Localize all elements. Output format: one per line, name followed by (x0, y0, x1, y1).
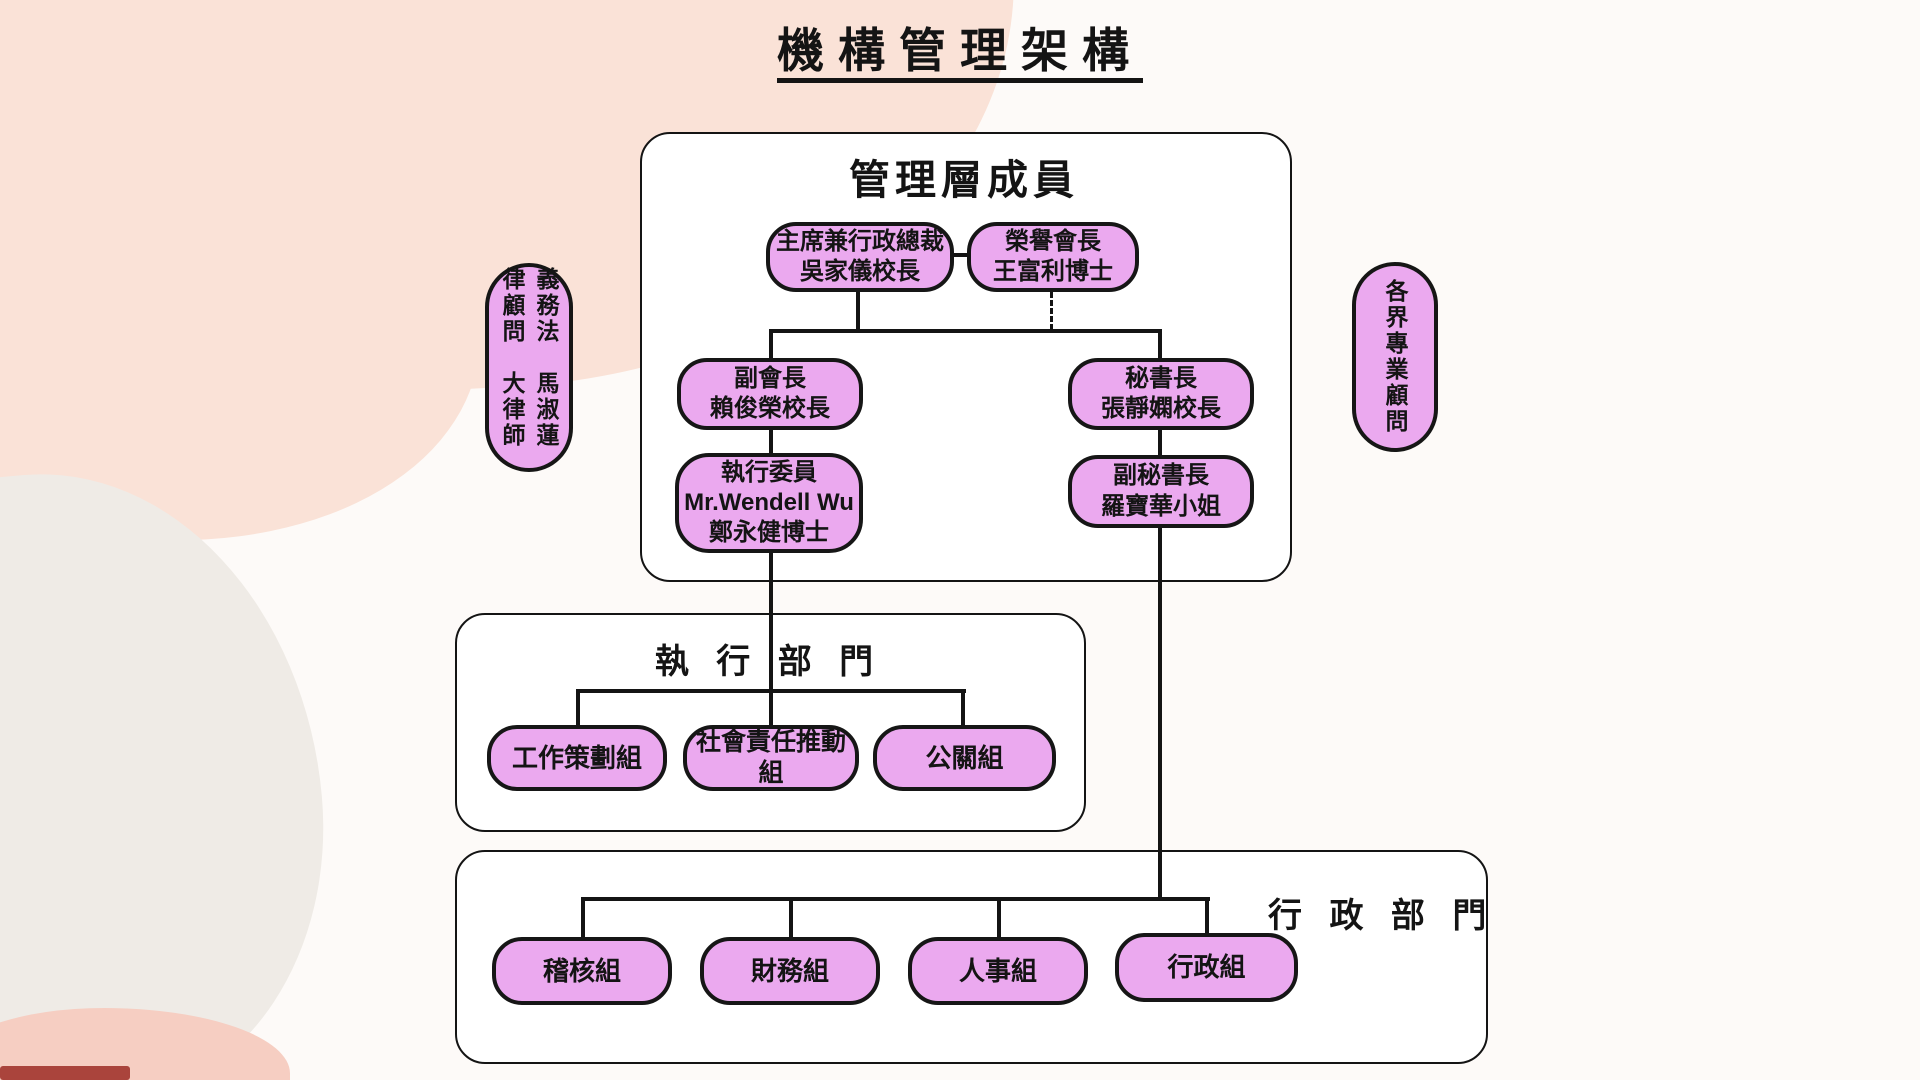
background-accent-dark-red (0, 1066, 130, 1080)
node-personnel-unit: 人事組 (908, 937, 1088, 1005)
executive-dept-title: 執 行 部 門 (654, 643, 883, 681)
connector-honorary-down-dashed (1050, 292, 1053, 330)
management-panel-title: 管理層成員 (849, 157, 1079, 203)
node-secretary-general: 秘書長 張靜嫻校長 (1068, 358, 1254, 430)
connector-to-secretary (1158, 329, 1162, 359)
node-professional-advisors: 各界專業顧問 (1352, 262, 1438, 452)
connector-to-audit (581, 897, 585, 938)
page-title: 機構管理架構 (777, 24, 1143, 77)
admin-dept-title: 行 政 部 門 (1268, 897, 1496, 935)
background-blob-gray-bottom-left (0, 451, 347, 1080)
connector-chairman-down (856, 292, 860, 330)
connector-to-finance (789, 897, 793, 938)
connector-exec-to-exec-dept (769, 553, 773, 692)
node-deputy-secretary-general: 副秘書長 羅寶華小姐 (1068, 455, 1254, 528)
connector-to-planning (576, 689, 580, 726)
connector-to-hr (997, 897, 1001, 938)
connector-to-admin (1205, 897, 1209, 934)
node-audit-unit: 稽核組 (492, 937, 672, 1005)
node-honorary-legal-advisor: 義務法律顧問 馬淑蓮大律師 (485, 263, 573, 472)
connector-management-row (769, 329, 1161, 333)
node-executive-committee: 執行委員 Mr.Wendell Wu 鄭永健博士 (675, 453, 863, 553)
connector-admin-dept-row (581, 897, 1210, 901)
connector-vice-to-exec (769, 430, 773, 454)
node-administration-unit: 行政組 (1115, 933, 1298, 1002)
connector-to-vice-chairman (769, 329, 773, 359)
connector-to-social (769, 689, 773, 726)
node-work-planning-unit: 工作策劃組 (487, 725, 667, 791)
node-social-responsibility-unit: 社會責任推動組 (683, 725, 859, 791)
node-chairman-ceo: 主席兼行政總裁 吳家儀校長 (766, 222, 954, 292)
node-finance-unit: 財務組 (700, 937, 880, 1005)
node-honorary-president: 榮譽會長 王富利博士 (967, 222, 1139, 292)
connector-secretary-to-deputy (1158, 430, 1162, 456)
node-public-relations-unit: 公關組 (873, 725, 1056, 791)
connector-deputy-to-admin-dept (1158, 528, 1162, 900)
connector-to-pr (961, 689, 965, 726)
connector-chairman-honorary (953, 253, 968, 257)
node-vice-chairman: 副會長 賴俊榮校長 (677, 358, 863, 430)
